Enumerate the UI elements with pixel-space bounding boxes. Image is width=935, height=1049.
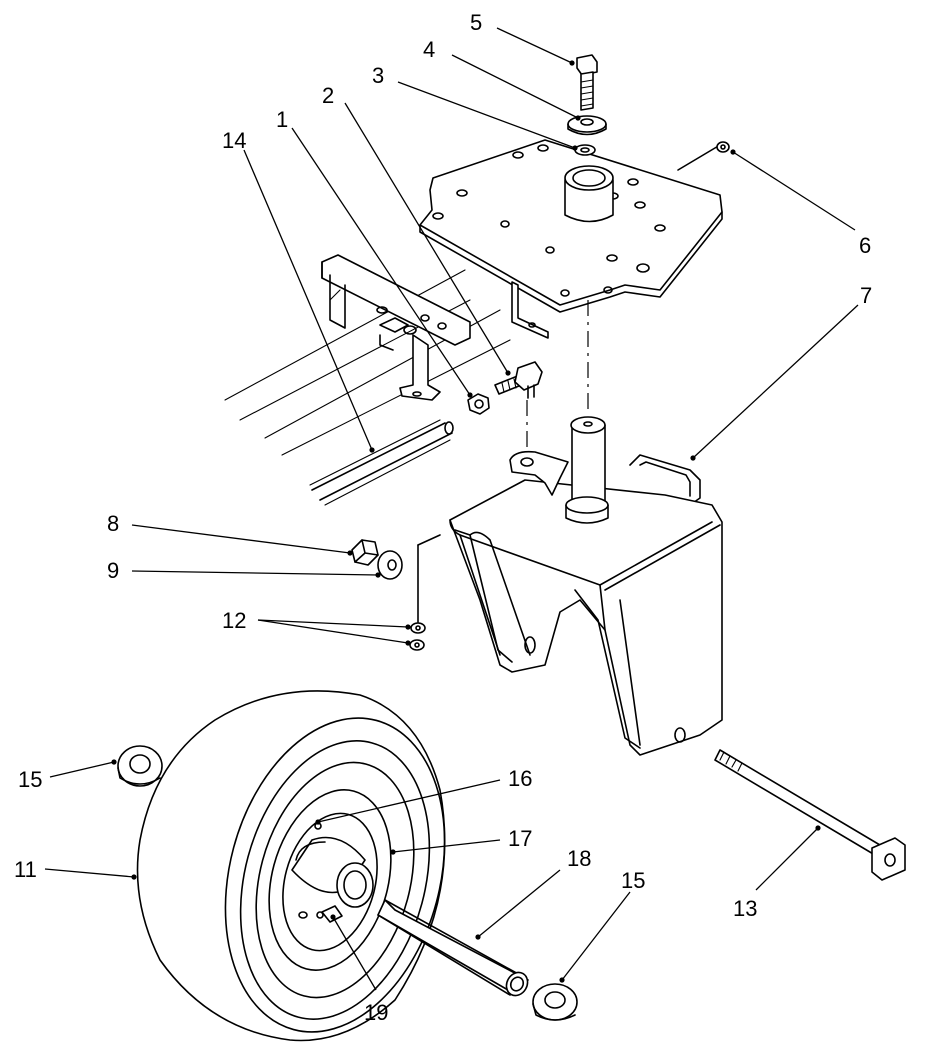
deck-frame-rails: [224, 269, 511, 506]
leader-lines: [44, 27, 859, 991]
callout-7: 7: [860, 283, 872, 308]
callout-19: 19: [364, 1000, 388, 1025]
part-6-nut: [716, 141, 730, 153]
callout-2: 2: [322, 83, 334, 108]
part-8-nut: [351, 539, 379, 566]
callout-18: 18: [567, 846, 591, 871]
part-14-rod: [311, 421, 454, 501]
leader-dots: [111, 60, 821, 983]
part-2-ball-joint: [494, 361, 543, 399]
part-12-lock-nuts: [409, 534, 441, 651]
callout-17: 17: [508, 826, 532, 851]
part-5-bolt: [576, 54, 598, 111]
callout-16: 16: [508, 766, 532, 791]
callout-8: 8: [107, 511, 119, 536]
part-18-tube: [377, 899, 529, 997]
callout-14: 14: [222, 128, 246, 153]
callout-15-left: 15: [18, 767, 42, 792]
callout-9: 9: [107, 558, 119, 583]
caster-mount-plate: [419, 139, 723, 339]
part-15-spacer-right: [532, 983, 578, 1021]
callout-11: 11: [14, 857, 37, 882]
part-1-nut: [467, 393, 490, 415]
part-9-washer: [377, 550, 403, 580]
part-15-spacer-left: [117, 745, 163, 787]
frame-mount-bracket: [321, 254, 471, 401]
part-4-washer: [567, 115, 607, 136]
callout-15-right: 15: [621, 868, 645, 893]
callout-4: 4: [423, 37, 435, 62]
part-3-lock-washer: [574, 144, 596, 156]
callout-12: 12: [222, 608, 246, 633]
callout-labels: 5 4 3 2 1 14 6 7 8 9 12 15 16 17 11 18 1…: [14, 10, 872, 1025]
part-7-caster-fork: [449, 416, 723, 756]
callout-13: 13: [733, 896, 757, 921]
callout-3: 3: [372, 63, 384, 88]
callout-5: 5: [470, 10, 482, 35]
part-13-axle-bolt: [714, 749, 906, 881]
callout-1: 1: [276, 107, 288, 132]
callout-6: 6: [859, 233, 871, 258]
part-11-wheel: [136, 690, 446, 1042]
